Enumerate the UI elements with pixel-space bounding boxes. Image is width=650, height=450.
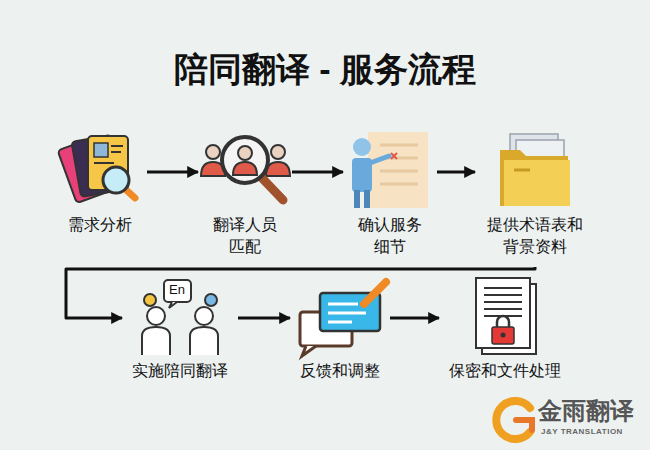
step-caption: 需求分析 (68, 214, 132, 236)
step-caption: 保密和文件处理 (449, 360, 561, 382)
process-step: 保密和文件处理 (444, 276, 566, 386)
step-caption: 实施陪同翻译 (132, 360, 228, 382)
logo-subtitle: J&Y TRANSLATION (541, 427, 623, 437)
flow-arrow (66, 267, 535, 318)
folder-icon (500, 134, 570, 206)
bubble-text: En (169, 282, 185, 298)
flow-arrow (437, 171, 475, 174)
step-caption: 确认服务 细节 (356, 214, 424, 258)
flow-arrow (238, 317, 290, 320)
flow-arrow (292, 171, 343, 174)
logo-mark (496, 401, 532, 439)
process-step: 确认服务 细节 (348, 130, 432, 262)
title: 陪同翻译 - 服务流程 (0, 48, 650, 90)
flow-arrow (390, 317, 439, 320)
confidential-icon (476, 278, 536, 354)
step-caption: 翻译人员 匹配 (211, 214, 279, 258)
process-step: 翻译人员 匹配 (203, 130, 287, 262)
process-step: 提供术语表和 背景资料 (480, 130, 590, 262)
process-step: 反馈和调整 (295, 276, 385, 386)
matching-icon (201, 137, 290, 200)
feedback-icon (300, 282, 386, 356)
analysis-icon (58, 135, 135, 203)
process-step: 需求分析 (58, 130, 142, 240)
step-caption: 提供术语表和 背景资料 (485, 214, 585, 258)
logo-name: 金雨翻译 (538, 397, 634, 426)
flow-arrow (147, 171, 198, 174)
interpreting-icon (142, 280, 218, 355)
step-caption: 反馈和调整 (300, 360, 380, 382)
presenter-icon (352, 132, 428, 208)
